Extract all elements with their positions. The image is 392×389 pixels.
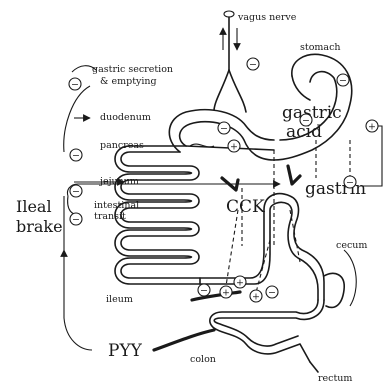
minus-sign-gastric-acid: − (300, 114, 312, 127)
rectum-label: rectum (318, 373, 352, 384)
svg-text:−: − (200, 286, 208, 297)
svg-text:−: − (71, 80, 79, 91)
intestinal-transit-label-line1: intestinal (94, 200, 139, 211)
svg-text:+: + (252, 292, 260, 303)
svg-text:−: − (346, 178, 354, 189)
minus-sign-pancreas: − (70, 149, 82, 162)
gastric-secretion-label-line2: & emptying (100, 76, 157, 87)
svg-text:+: + (236, 278, 244, 289)
intestinal-transit-label-line2: transit (94, 211, 126, 222)
pyy-arrow (154, 330, 214, 350)
gastrin-feedback-path (360, 126, 382, 186)
gastric-secretion-label-line1: gastric secretion (92, 64, 173, 75)
svg-text:−: − (72, 151, 80, 162)
plus-sign-cck: + (228, 140, 240, 153)
plus-sign-ileum-3: + (234, 276, 246, 289)
svg-text:+: + (222, 288, 230, 299)
svg-text:−: − (339, 76, 347, 87)
pancreas-label: pancreas (100, 140, 144, 151)
minus-sign-jejunum: − (70, 185, 82, 198)
svg-text:−: − (72, 187, 80, 198)
svg-text:+: + (368, 122, 376, 133)
svg-text:+: + (230, 142, 238, 153)
ileum-label: ileum (106, 294, 133, 305)
svg-text:−: − (249, 60, 257, 71)
plus-sign-stomach-right: + (366, 120, 378, 133)
minus-sign-colon: − (266, 286, 278, 299)
colon-label: colon (190, 354, 216, 365)
jejunum-coils (115, 146, 200, 284)
minus-sign-vagus: − (247, 58, 259, 71)
cecum-pointer (344, 250, 356, 306)
plus-sign-ileum-4: + (250, 290, 262, 303)
svg-text:−: − (302, 116, 310, 127)
gastrin-label: gastrin (305, 179, 366, 199)
ileal-brake-label-line2: brake (16, 217, 63, 236)
minus-sign-stomach: − (337, 74, 349, 87)
pyy-label: PYY (108, 341, 143, 361)
stomach-label: stomach (300, 42, 341, 53)
svg-text:−: − (220, 124, 228, 135)
dashed-line-gastrin-colon (290, 210, 300, 262)
vagus-nerve (214, 11, 246, 112)
svg-text:−: − (268, 288, 276, 299)
duodenum-label: duodenum (100, 112, 151, 123)
svg-text:−: − (72, 215, 80, 226)
minus-sign-gastrin: − (344, 176, 356, 189)
cck-label: CCK (226, 197, 265, 217)
minus-sign-gastric-secretion: − (69, 78, 81, 91)
minus-sign-intestinal-transit: − (70, 213, 82, 226)
dashed-line-cck-ileum (226, 210, 238, 286)
plus-sign-ileum-2: + (220, 286, 232, 299)
minus-sign-duodenum: − (218, 122, 230, 135)
minus-sign-ileum-1: − (198, 284, 210, 297)
cecum-shape (324, 273, 344, 307)
cecum-label: cecum (336, 240, 367, 251)
duodenum (169, 110, 274, 160)
gastrin-arrow (288, 166, 300, 184)
ileum-colon (200, 194, 324, 372)
vagus-nerve-label: vagus nerve (237, 12, 297, 23)
jejunum-label: jejunum (99, 176, 139, 187)
ileal-brake-label-line1: Ileal (16, 197, 52, 216)
